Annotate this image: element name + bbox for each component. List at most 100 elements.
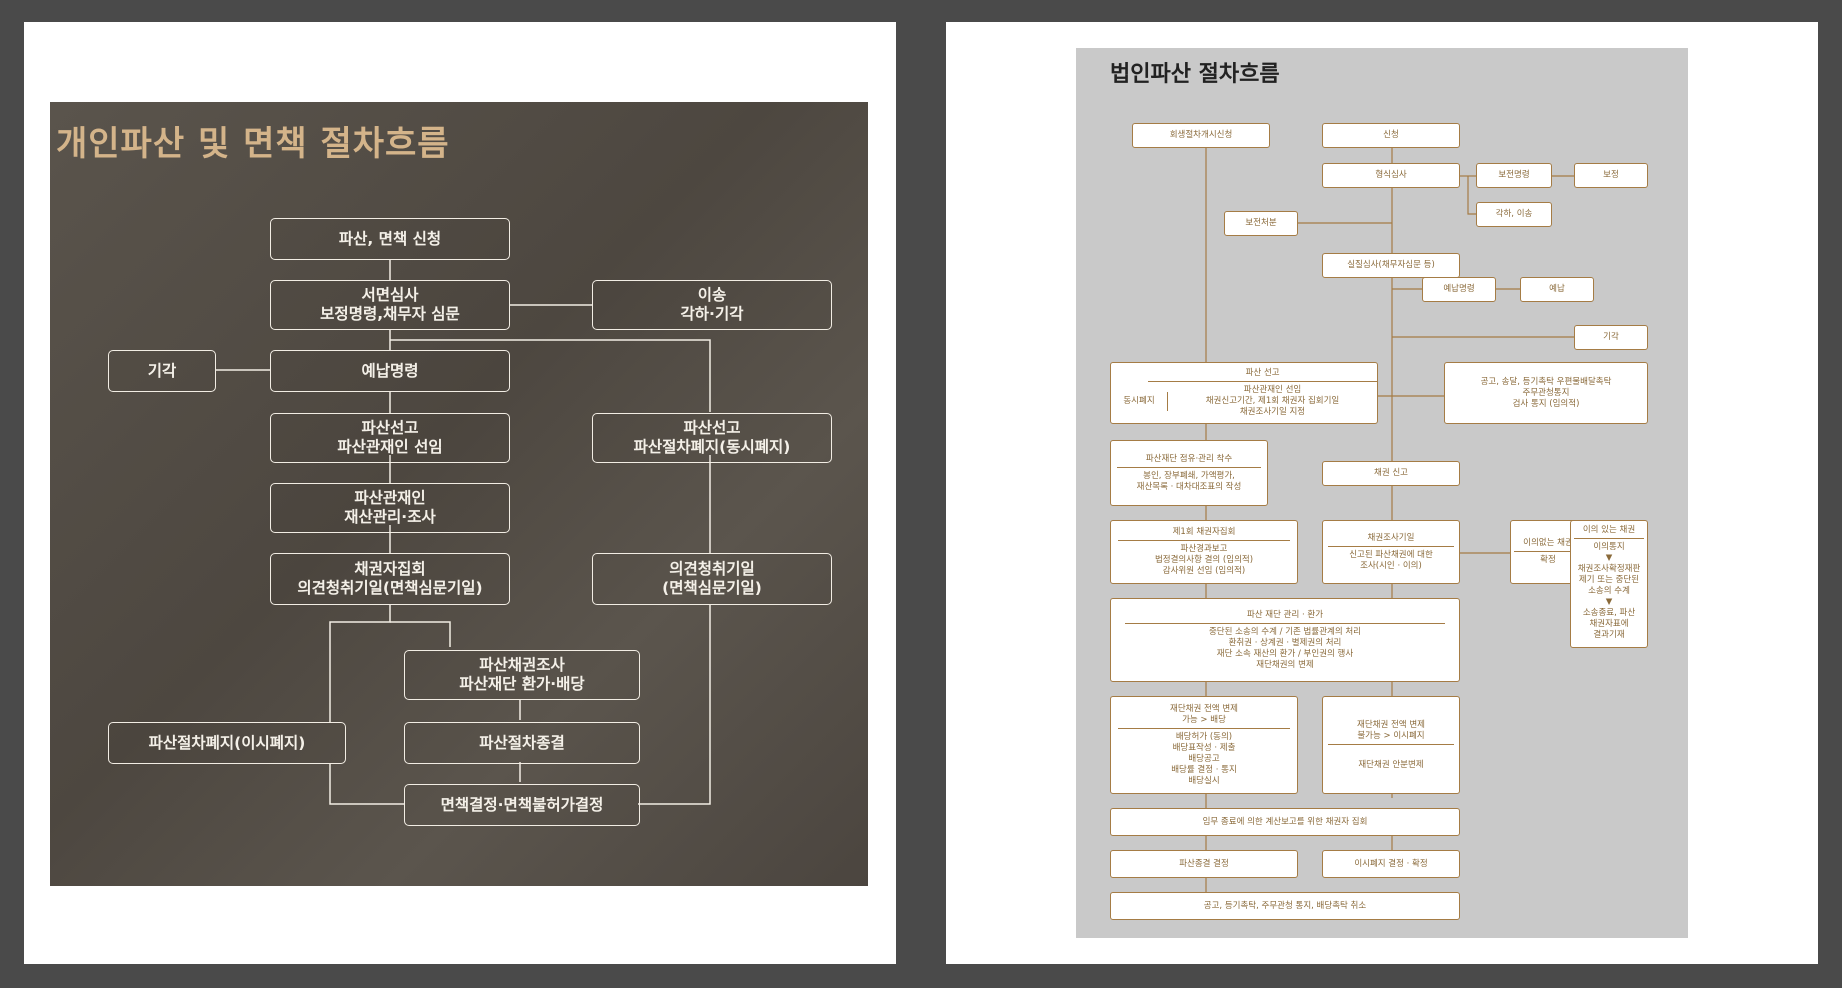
box-text: 신고된 파산채권에 대한 bbox=[1349, 549, 1433, 560]
trustee-management-box: 파산관재인 재산관리·조사 bbox=[270, 483, 510, 533]
box-text: ▼ bbox=[1605, 553, 1613, 563]
box-text: 회생절차개시신청 bbox=[1169, 130, 1233, 140]
box-text: 파산선고 bbox=[683, 419, 741, 437]
box-text: 파산관재인 선임 bbox=[337, 438, 443, 456]
final-notice-box: 공고, 등기촉탁, 주무관청 통지, 배당촉탁 취소 bbox=[1110, 892, 1460, 920]
box-text: 채권조사확정재판 bbox=[1577, 564, 1641, 574]
box-text: 공고, 송달, 등기촉탁 우편물배달촉탁 bbox=[1480, 376, 1612, 387]
box-heading: 이의 있는 채권 bbox=[1574, 525, 1644, 539]
box-heading: 파산재단 점유·관리 착수 bbox=[1117, 454, 1261, 468]
box-text: 파산경과보고 bbox=[1180, 544, 1228, 554]
box-text: 파산종결 결정 bbox=[1179, 858, 1229, 869]
procedure-end-box: 파산절차종결 bbox=[404, 722, 640, 764]
box-text: 채권자집회 bbox=[354, 560, 426, 578]
declaration-simultaneous-abolish-box: 파산선고 파산절차폐지(동시폐지) bbox=[592, 413, 832, 463]
transfer-box: 이송 각하·기각 bbox=[592, 280, 832, 330]
box-text: 채권 신고 bbox=[1374, 468, 1408, 478]
box-text: 파산선고 bbox=[361, 419, 419, 437]
discharge-decision-box: 면책결정·면책불허가결정 bbox=[404, 784, 640, 826]
box-text: ▼ bbox=[1605, 597, 1613, 607]
box-text: (면책심문기일) bbox=[662, 579, 762, 597]
apply-box: 파산, 면책 신청 bbox=[270, 218, 510, 260]
reject-box: 기각 bbox=[1574, 325, 1648, 350]
box-text: 보전처분 bbox=[1245, 218, 1277, 228]
box-text: 결과기재 bbox=[1593, 630, 1625, 640]
box-heading: 파산 선고 bbox=[1148, 368, 1377, 382]
reject-box: 기각 bbox=[108, 350, 216, 392]
preservation-order-box: 보전명령 bbox=[1476, 163, 1552, 188]
box-text: 실질심사(채무자심문 등) bbox=[1347, 260, 1435, 270]
box-heading: 불가능 > 이시폐지 bbox=[1357, 730, 1425, 741]
box-text: 파산관재인 bbox=[354, 489, 426, 507]
declaration-trustee-box: 파산선고 파산관재인 선임 bbox=[270, 413, 510, 463]
application-box: 신청 bbox=[1322, 123, 1460, 148]
box-text: 파산절차종결 bbox=[479, 733, 565, 752]
box-text: 기각 bbox=[147, 361, 177, 380]
box-text: 재산관리·조사 bbox=[344, 508, 436, 526]
prepay-box: 예납 bbox=[1520, 277, 1594, 302]
box-text: 보전명령 bbox=[1498, 170, 1530, 180]
personal-connector-lines bbox=[216, 260, 711, 805]
substantive-review-box: 실질심사(채무자심문 등) bbox=[1322, 253, 1460, 278]
prepay-order-box: 예납명령 bbox=[270, 350, 510, 392]
full-payment-possible-box: 재단채권 전액 변제 가능 > 배당 배당허가 (동의) 배당표작성 · 제출 … bbox=[1110, 696, 1298, 794]
box-text: 면책결정·면책불허가결정 bbox=[440, 795, 604, 814]
box-text: 신청 bbox=[1383, 130, 1399, 140]
prepay-order-box: 예납명령 bbox=[1422, 277, 1496, 302]
box-text: 소송종료, 파산 bbox=[1582, 608, 1636, 618]
box-text: 환취권 · 상계권 · 별제권의 처리 bbox=[1228, 637, 1342, 648]
later-abolish-box: 파산절차폐지(이시폐지) bbox=[108, 722, 346, 764]
box-text: 배당표작성 · 제출 bbox=[1172, 742, 1236, 753]
box-text: 채권자표에 bbox=[1589, 619, 1629, 629]
box-text: 동시폐지 bbox=[1111, 392, 1168, 411]
box-text: 조사(시인 · 이의) bbox=[1360, 560, 1422, 571]
later-abolish-decision-box: 이시폐지 결정 · 확정 bbox=[1322, 850, 1460, 878]
box-text: 보정 bbox=[1603, 170, 1619, 180]
corporate-diagram-title: 법인파산 절차흐름 bbox=[1110, 62, 1280, 87]
box-text: 재산목록 · 대차대조표의 작성 bbox=[1136, 481, 1242, 492]
written-review-box: 서면심사 보정명령,채무자 심문 bbox=[270, 280, 510, 330]
box-text: 재단 소속 재산의 환가 / 부인권의 행사 bbox=[1216, 648, 1354, 659]
box-text: 소송의 수계 bbox=[1588, 586, 1630, 596]
box-text: 의견청취기일 bbox=[669, 560, 755, 578]
opinion-hearing-box: 의견청취기일 (면책심문기일) bbox=[592, 553, 832, 605]
box-text: 감사위원 선임 (임의적) bbox=[1162, 566, 1246, 576]
box-text: 예납명령 bbox=[361, 361, 419, 380]
box-text: 파산절차폐지(동시폐지) bbox=[633, 438, 791, 456]
corporate-bankruptcy-panel: 법인파산 절차흐름 bbox=[946, 22, 1818, 964]
box-text: 확정 bbox=[1540, 555, 1556, 565]
box-heading: 가능 > 배당 bbox=[1182, 714, 1226, 725]
box-text: 예납명령 bbox=[1443, 284, 1475, 294]
claim-report-box: 채권 신고 bbox=[1322, 461, 1460, 486]
box-text: 주무관청통지 bbox=[1522, 387, 1570, 398]
box-heading: 파산 재단 관리 · 환가 bbox=[1124, 610, 1446, 624]
box-text: 배당실시 bbox=[1188, 775, 1220, 786]
box-heading: 채권조사기일 bbox=[1328, 533, 1454, 547]
box-text: 파산, 면책 신청 bbox=[338, 229, 442, 248]
formal-review-box: 형식심사 bbox=[1322, 163, 1460, 188]
box-text: 이의통지 bbox=[1593, 542, 1625, 552]
box-heading: 재단채권 전액 변제 bbox=[1170, 703, 1238, 714]
box-text: 파산절차폐지(이시폐지) bbox=[148, 733, 306, 752]
box-text: 형식심사 bbox=[1375, 170, 1407, 180]
preservation-disposal-box: 보전처분 bbox=[1224, 211, 1298, 236]
full-payment-impossible-box: 재단채권 전액 변제 불가능 > 이시폐지 재단채권 안분변제 bbox=[1322, 696, 1460, 794]
rehab-application-box: 회생절차개시신청 bbox=[1132, 123, 1270, 148]
box-text: 파산채권조사 bbox=[479, 656, 565, 674]
box-text: 채권조사기일 지정 bbox=[1239, 407, 1306, 417]
box-heading: 이의없는 채권 bbox=[1513, 538, 1583, 552]
box-text: 예납 bbox=[1549, 284, 1565, 294]
claim-investigation-box: 파산채권조사 파산재단 환가·배당 bbox=[404, 650, 640, 700]
box-text: 임무 종료에 의한 계산보고를 위한 채권자 집회 bbox=[1202, 816, 1368, 827]
box-text: 배당공고 bbox=[1188, 753, 1220, 764]
creditors-meeting-box: 채권자집회 의견청취기일(면책심문기일) bbox=[270, 553, 510, 605]
box-text: 각하·기각 bbox=[680, 305, 744, 323]
first-creditors-meeting-box: 제1회 채권자집회 파산경과보고 법정결의사항 결의 (임의적) 감사위원 선임… bbox=[1110, 520, 1298, 584]
public-notice-box: 공고, 송달, 등기촉탁 우편물배달촉탁 주무관청통지 검사 통지 (임의적) bbox=[1444, 362, 1648, 424]
box-text: 재단채권 안분변제 bbox=[1358, 759, 1424, 770]
personal-bankruptcy-panel: 개인파산 및 면책 절차흐름 파산, 면책 신청 bbox=[24, 22, 896, 964]
box-text: 서면심사 bbox=[361, 286, 419, 304]
personal-bankruptcy-diagram: 개인파산 및 면책 절차흐름 파산, 면책 신청 bbox=[50, 102, 868, 886]
box-text: 이시폐지 결정 · 확정 bbox=[1354, 858, 1428, 869]
box-text: 각하, 이송 bbox=[1495, 209, 1533, 219]
